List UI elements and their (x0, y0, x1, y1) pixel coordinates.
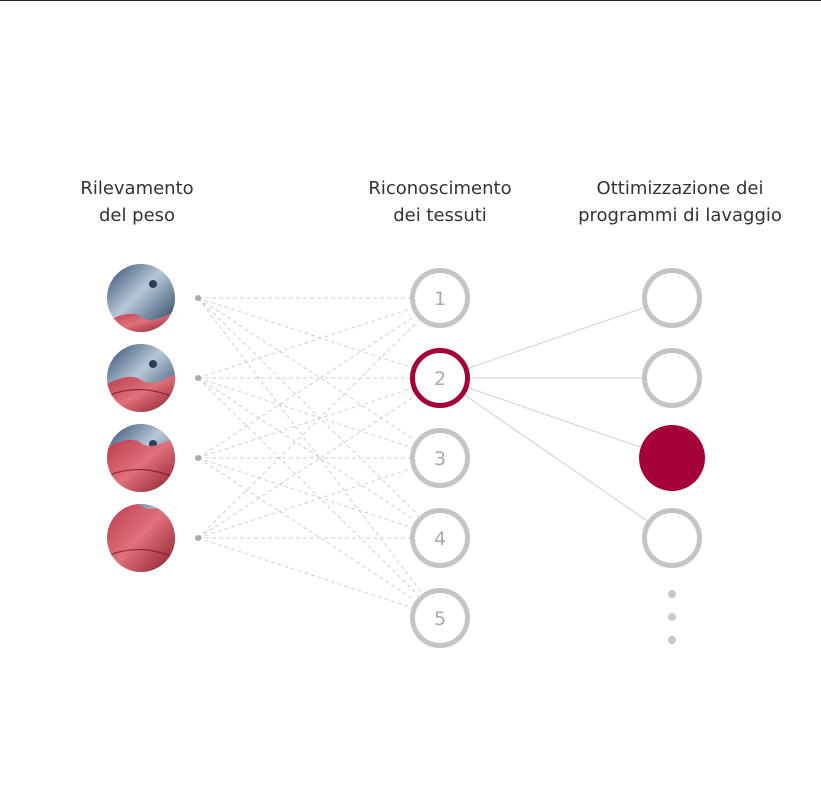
connection-line (197, 377, 412, 448)
header-line: Rilevamento (80, 178, 194, 199)
connection-line (197, 468, 412, 539)
program-node (642, 348, 702, 408)
header-program-optimization: Ottimizzazione dei programmi di lavaggio (550, 175, 810, 229)
cloth-fold (107, 548, 175, 559)
connection-line (197, 297, 412, 368)
fabric-node-label: 2 (434, 368, 446, 390)
fabric-node (410, 508, 470, 568)
program-node (642, 508, 702, 568)
connector-dot (195, 295, 201, 301)
connection-line (197, 315, 416, 459)
clothes-load (107, 311, 175, 332)
drum-icon (107, 504, 175, 572)
connection-line (197, 457, 412, 528)
drum-icon (107, 424, 175, 492)
fabric-node-selected (410, 348, 470, 408)
connection-line (197, 395, 416, 539)
connection-line (197, 297, 423, 594)
program-connection-line (468, 307, 644, 369)
fabric-node-label: 1 (434, 288, 446, 310)
header-line: dei tessuti (393, 205, 487, 226)
header-weight-detection: Rilevamento del peso (47, 175, 227, 229)
connection-line (197, 457, 416, 601)
connection-line (197, 377, 416, 521)
program-node-selected (639, 425, 705, 491)
more-ellipsis-dot (668, 613, 676, 621)
program-node (642, 268, 702, 328)
program-connection-line (464, 394, 648, 522)
fabric-node-label: 5 (434, 608, 446, 630)
connection-line (197, 308, 412, 379)
more-ellipsis-dot (668, 636, 676, 644)
fabric-node-label: 3 (434, 448, 446, 470)
header-line: del peso (98, 205, 176, 226)
clothes-load (107, 437, 175, 492)
header-fabric-recognition: Riconoscimento dei tessuti (340, 175, 540, 229)
drum-hole (149, 360, 157, 368)
header-line: Ottimizzazione dei (596, 178, 764, 199)
drum-icon (107, 344, 175, 412)
cloth-fold (107, 388, 175, 399)
program-connection-line (468, 387, 644, 449)
drum-icon (107, 264, 175, 332)
clothes-load (107, 374, 175, 412)
cloth-fold (107, 468, 175, 479)
connection-line (197, 388, 412, 459)
connection-line (197, 297, 420, 516)
fabric-node (410, 268, 470, 328)
connection-line (197, 320, 420, 539)
load-image (107, 344, 175, 412)
fabric-node (410, 428, 470, 488)
load-image (107, 424, 175, 492)
more-ellipsis-dot (668, 590, 676, 598)
load-image (107, 504, 175, 572)
connection-line (197, 377, 420, 596)
drum-hole (149, 280, 157, 288)
header-line: Riconoscimento (368, 178, 512, 199)
load-image (107, 264, 175, 332)
connector-dot (195, 455, 201, 461)
fabric-node (410, 588, 470, 648)
connection-line (197, 297, 416, 441)
fabric-node-label: 4 (434, 528, 446, 550)
connection-line (197, 537, 412, 608)
clothes-load (107, 504, 175, 572)
connector-dot (195, 535, 201, 541)
connector-dot (195, 375, 201, 381)
header-line: programmi di lavaggio (578, 205, 782, 226)
